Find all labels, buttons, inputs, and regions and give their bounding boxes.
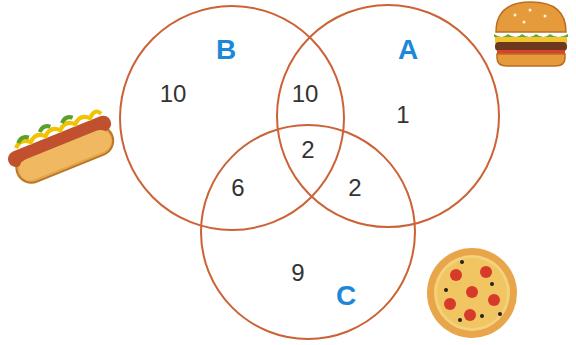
- region-count: 2: [348, 176, 361, 200]
- pizza-icon: [427, 248, 517, 338]
- region-count: 6: [231, 176, 244, 200]
- region-count: 10: [160, 82, 187, 106]
- set-name: C: [336, 282, 356, 310]
- region-count: 2: [301, 138, 314, 162]
- region-count: 10: [292, 82, 319, 106]
- region-count: 1: [396, 103, 409, 127]
- burger-icon: [494, 2, 568, 66]
- set-circle: A: [276, 4, 500, 228]
- region-count: 9: [291, 261, 304, 285]
- set-name: B: [216, 36, 236, 64]
- circle-outline: [276, 4, 500, 228]
- hotdog-icon: [1, 103, 121, 189]
- set-name: A: [398, 36, 418, 64]
